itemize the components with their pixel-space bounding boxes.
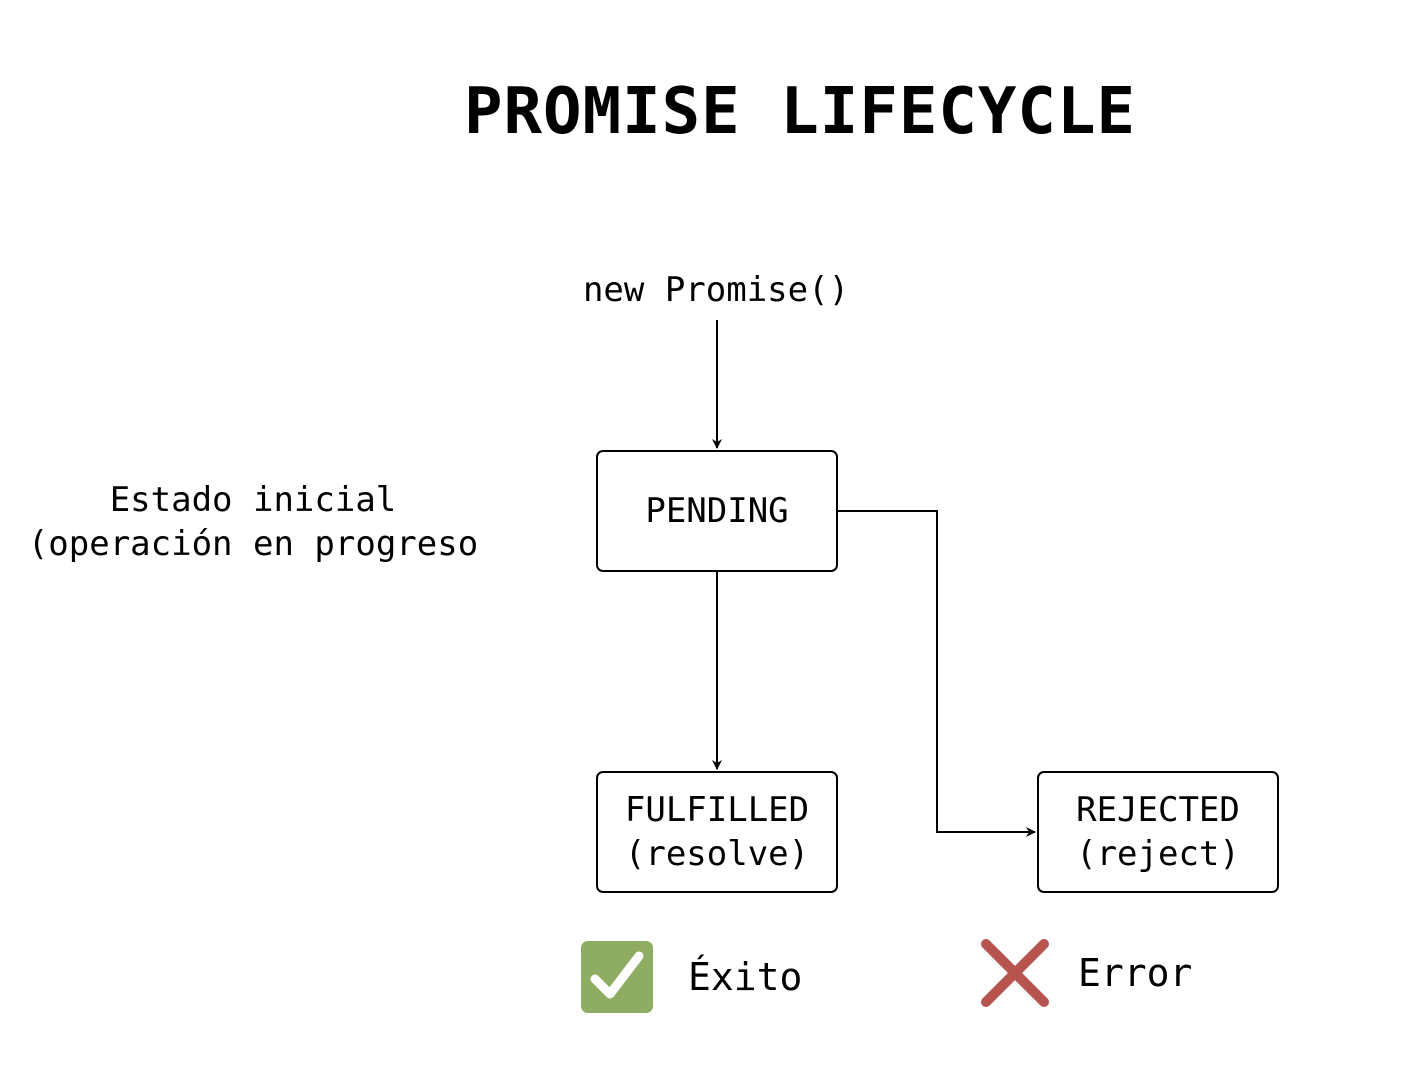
node-rejected[interactable]: REJECTED (reject) (1037, 771, 1279, 893)
pending-annotation-line1: Estado inicial (109, 480, 397, 520)
edge-pending-to-rejected (838, 510, 1036, 837)
legend-success-label: Éxito (688, 955, 803, 999)
node-fulfilled-sublabel: (resolve) (624, 834, 810, 874)
diagram-title: PROMISE LIFECYCLE (463, 75, 1137, 149)
legend-error-label: Error (1078, 951, 1193, 995)
node-fulfilled-label: FULFILLED (624, 790, 810, 830)
node-pending[interactable]: PENDING (596, 450, 838, 572)
node-rejected-label: REJECTED (1076, 790, 1240, 830)
start-label: new Promise() (582, 270, 850, 310)
node-pending-label: PENDING (645, 491, 789, 531)
check-icon (581, 941, 653, 1013)
cross-icon (981, 939, 1049, 1007)
node-rejected-sublabel: (reject) (1076, 834, 1240, 874)
pending-annotation-line2: (operación en progreso (27, 524, 479, 564)
node-fulfilled[interactable]: FULFILLED (resolve) (596, 771, 838, 893)
pending-annotation: Estado inicial (operación en progreso (0, 478, 506, 566)
